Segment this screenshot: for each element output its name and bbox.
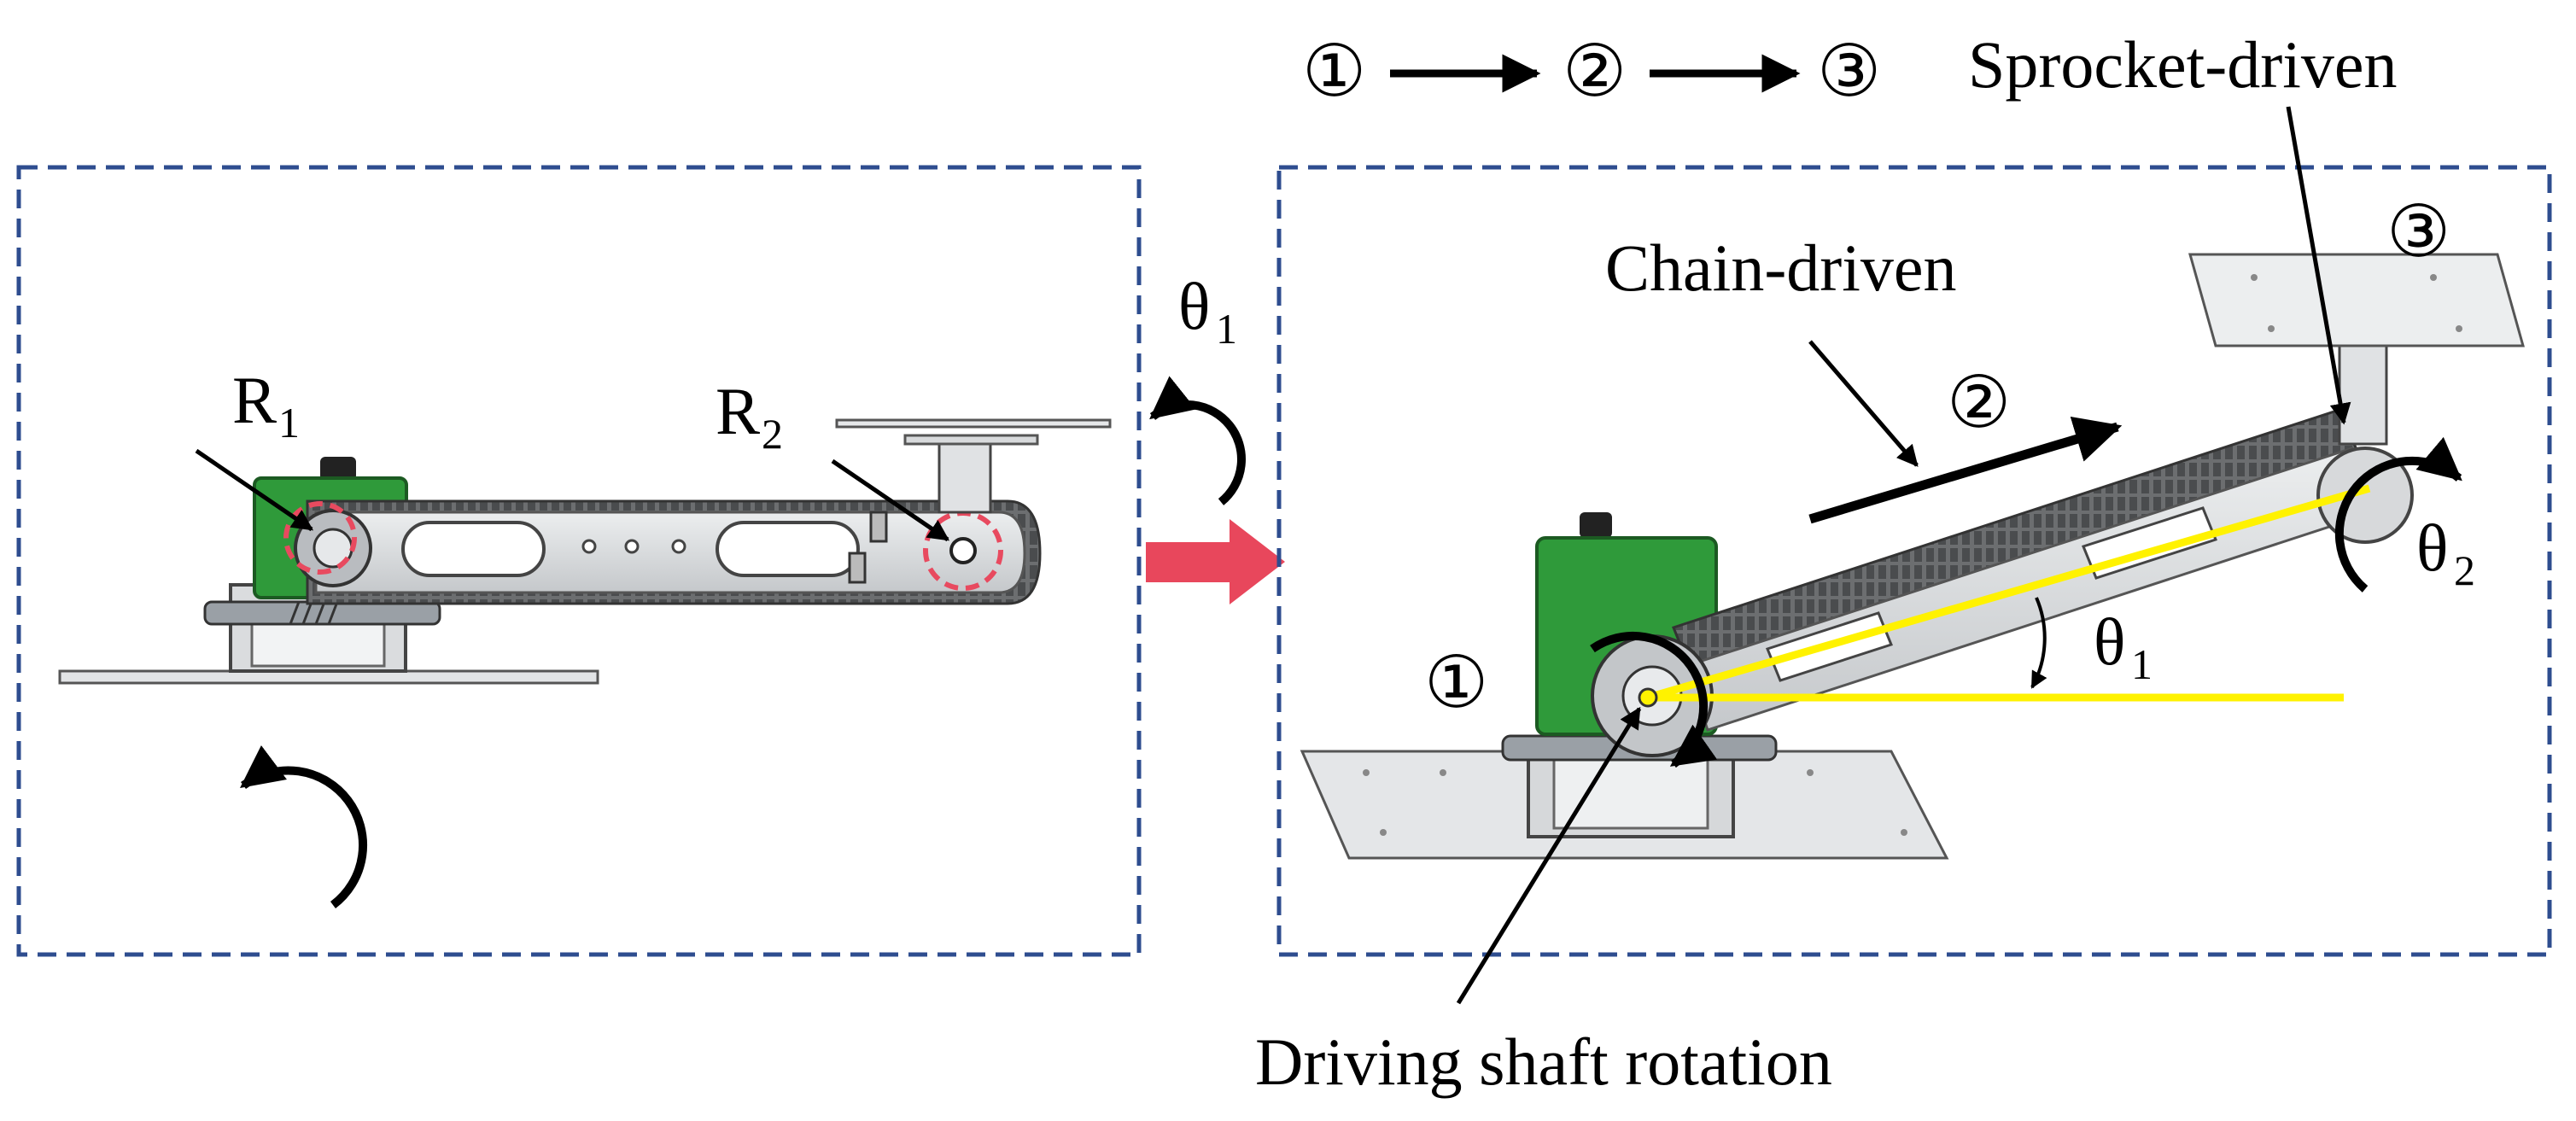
r2-leader	[831, 458, 950, 542]
left-panel-frame	[16, 165, 1142, 957]
driving-shaft-leader	[1456, 706, 1642, 1005]
left-driven-sprocket	[949, 537, 977, 564]
right-panel-frame	[1276, 165, 2552, 957]
theta1-label: θ 1	[2094, 604, 2153, 688]
sequence-row: ① ② ③	[1302, 32, 1881, 112]
theta1-top-arrow	[1149, 376, 1247, 505]
left-rotation-arrow	[239, 745, 367, 908]
sequence-step-2: ②	[1563, 32, 1627, 112]
r1-highlight	[283, 501, 357, 575]
right-top-plate	[2188, 253, 2525, 347]
sprocket-driven-leader	[2286, 106, 2351, 425]
sequence-step-1: ①	[1302, 32, 1366, 112]
svg-text:θ: θ	[1178, 269, 1210, 343]
svg-text:R: R	[232, 363, 277, 437]
left-base-plate	[58, 669, 599, 685]
left-motor-knob	[320, 457, 356, 481]
chain-driven-label: Chain-driven	[1605, 231, 1957, 305]
svg-text:2: 2	[2454, 546, 2475, 594]
left-mechanism	[58, 418, 1112, 685]
drive-rotation-arrow	[1590, 631, 1718, 768]
driving-shaft-label: Driving shaft rotation	[1255, 1025, 1832, 1099]
marker-3: ③	[2386, 193, 2450, 272]
svg-text:1: 1	[2131, 640, 2153, 688]
label-r2: R 2	[716, 374, 950, 542]
r1-leader	[195, 448, 314, 532]
right-post	[2338, 340, 2388, 446]
left-top-plate	[835, 418, 1112, 429]
sequence-step-3: ③	[1817, 32, 1881, 112]
svg-text:1: 1	[278, 399, 300, 447]
theta2-rotation-arrow	[2334, 436, 2462, 593]
svg-text:θ: θ	[2416, 511, 2448, 585]
pivot-point	[1638, 687, 1658, 708]
chain-driven-leader	[1808, 340, 1919, 467]
theta1-angle-arc	[2030, 597, 2047, 689]
svg-text:2: 2	[762, 410, 783, 458]
chain-motion-arrow	[1808, 416, 2123, 524]
label-r1: R 1	[195, 363, 314, 532]
sprocket-driven-label: Sprocket-driven	[1968, 27, 2398, 102]
theta2-label: θ 2	[2416, 511, 2475, 594]
svg-text:R: R	[716, 374, 760, 448]
left-post	[938, 442, 992, 514]
arm-axis-line	[1646, 484, 2371, 702]
transition-arrow	[1146, 519, 1285, 604]
marker-2: ②	[1947, 364, 2011, 443]
theta1-top: θ 1	[1149, 269, 1247, 505]
right-motor-knob	[1580, 512, 1612, 538]
svg-text:1: 1	[1216, 305, 1237, 353]
svg-text:θ: θ	[2094, 604, 2125, 679]
marker-1: ①	[1424, 644, 1488, 723]
